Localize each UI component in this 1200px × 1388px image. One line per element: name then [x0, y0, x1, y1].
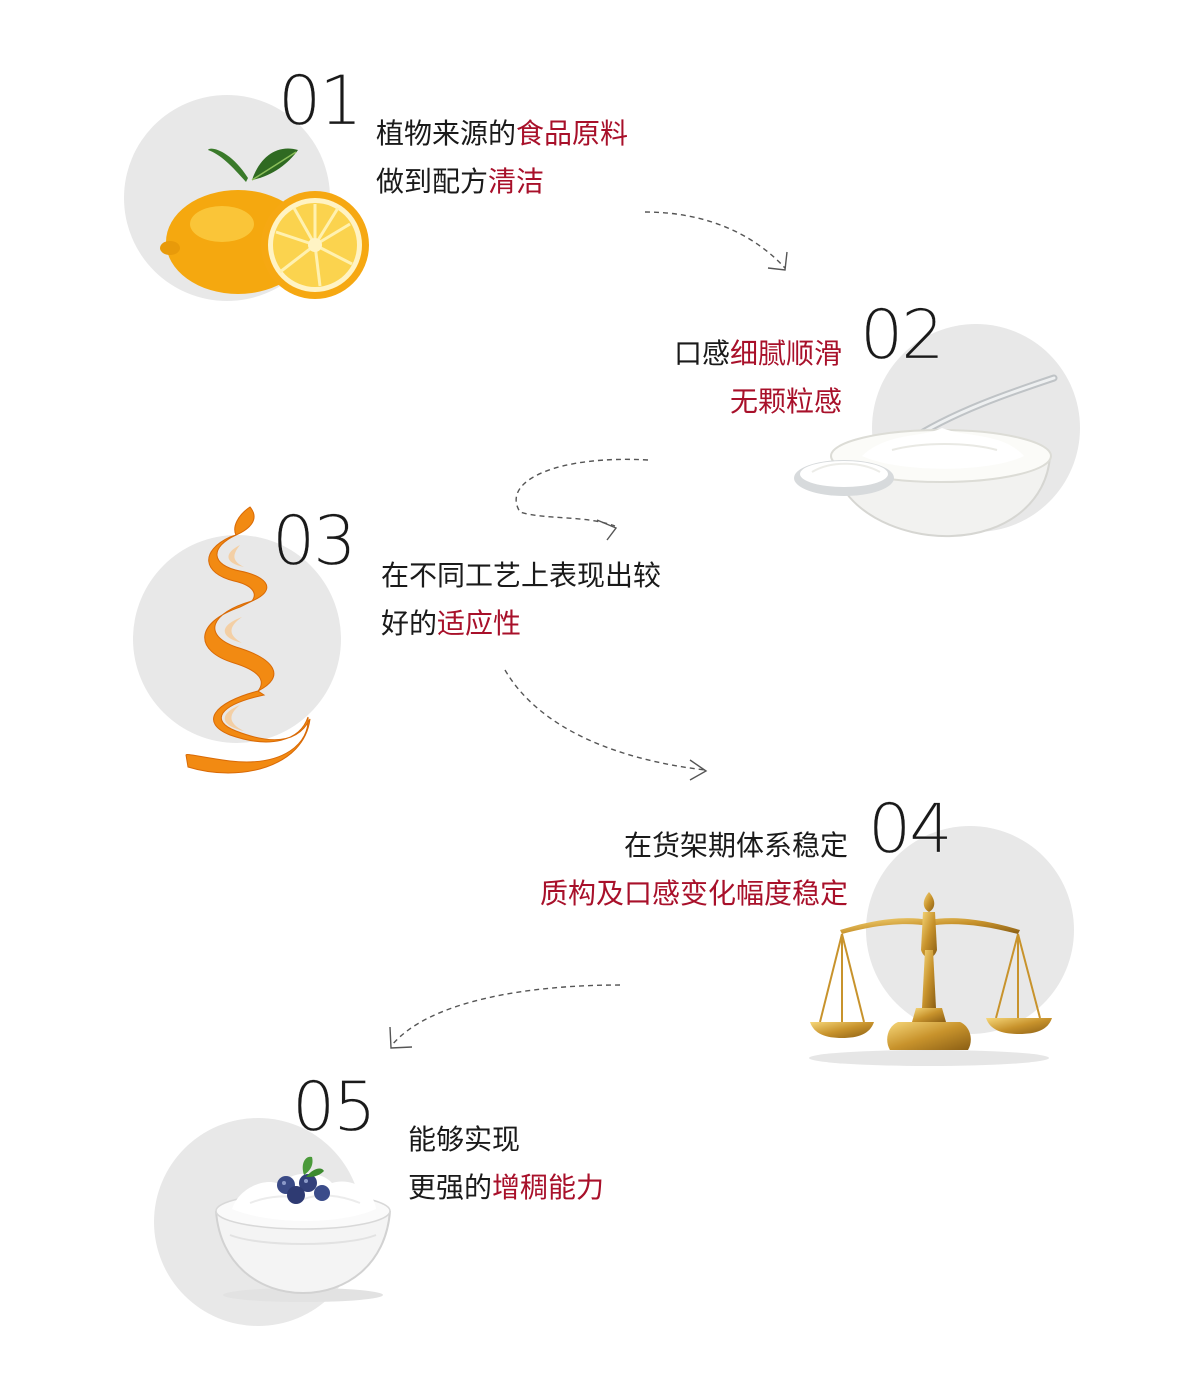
- arrow-head-3: [689, 759, 708, 781]
- step-3-line-2-highlight: 适应性: [437, 607, 522, 640]
- arrow-3-to-4: [504, 669, 706, 771]
- step-4-number: 04: [868, 790, 953, 869]
- step-1-text: 植物来源的食品原料 做到配方清洁: [376, 110, 628, 206]
- step-1-line-1: 植物来源的食品原料: [376, 110, 628, 158]
- step-2-line-2-highlight: 无颗粒感: [729, 385, 842, 418]
- step-1-number: 01: [278, 62, 363, 141]
- orange-peel-spiral-image: [185, 506, 311, 774]
- step-4-text: 在货架期体系稳定 质构及口感变化幅度稳定: [440, 822, 848, 918]
- step-1-line-1-highlight: 食品原料: [516, 117, 629, 150]
- step-2-line-1-highlight: 细腻顺滑: [729, 337, 842, 370]
- step-4-line-1: 在货架期体系稳定: [440, 822, 848, 870]
- step-4-line-1-plain: 在货架期体系稳定: [623, 829, 848, 862]
- arrow-head-2: [596, 519, 618, 541]
- lemon-image: [160, 148, 369, 299]
- arrow-head-1: [767, 251, 788, 271]
- arrow-4-to-5: [391, 984, 621, 1046]
- step-2-number: 02: [860, 296, 945, 375]
- step-4-line-2: 质构及口感变化幅度稳定: [440, 870, 848, 918]
- step-5-line-1: 能够实现: [408, 1116, 604, 1164]
- step-5-line-2-plain: 更强的: [408, 1171, 493, 1204]
- step-5-line-1-plain: 能够实现: [408, 1123, 521, 1156]
- step-3-line-1-plain: 在不同工艺上表现出较: [381, 559, 662, 592]
- step-5-text: 能够实现 更强的增稠能力: [408, 1116, 604, 1212]
- step-3-line-2-plain: 好的: [381, 607, 438, 640]
- step-3-circle: [133, 535, 341, 743]
- step-4-circle: [866, 826, 1074, 1034]
- step-3-text: 在不同工艺上表现出较 好的适应性: [381, 552, 661, 648]
- yogurt-bowl-spoon-image: [794, 374, 1058, 538]
- step-5-number: 05: [292, 1068, 377, 1147]
- balance-scale-image: [809, 892, 1052, 1066]
- step-4-line-2-highlight: 质构及口感变化幅度稳定: [539, 877, 848, 910]
- step-1-line-1-plain: 植物来源的: [376, 117, 517, 150]
- step-1-line-2: 做到配方清洁: [376, 158, 628, 206]
- step-2-line-2: 无颗粒感: [560, 378, 842, 426]
- step-2-text: 口感细腻顺滑 无颗粒感: [560, 330, 842, 426]
- step-1-line-2-highlight: 清洁: [488, 165, 545, 198]
- arrow-2-to-3: [515, 458, 649, 527]
- step-5-line-2: 更强的增稠能力: [408, 1164, 604, 1212]
- step-5-line-2-highlight: 增稠能力: [492, 1171, 605, 1204]
- arrow-1-to-2: [644, 211, 786, 269]
- step-1-line-2-plain: 做到配方: [376, 165, 489, 198]
- step-3-line-1: 在不同工艺上表现出较: [381, 552, 661, 600]
- step-2-line-1: 口感细腻顺滑: [560, 330, 842, 378]
- step-3-number: 03: [272, 502, 357, 581]
- step-2-line-1-plain: 口感: [673, 337, 730, 370]
- arrow-head-4: [389, 1026, 413, 1049]
- yogurt-blueberries-image: [215, 1156, 391, 1302]
- step-3-line-2: 好的适应性: [381, 600, 661, 648]
